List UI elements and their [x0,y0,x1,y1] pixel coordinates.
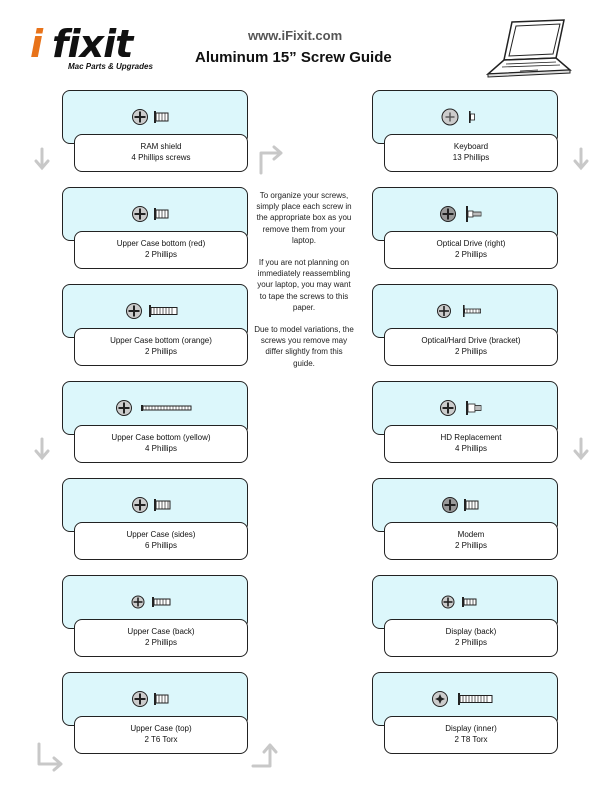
screw-location: HD Replacement [440,433,502,442]
screw-label: Upper Case (sides) 6 Phillips [74,522,248,560]
screw-count: 2 Phillips [454,347,487,356]
screw-count: 2 Phillips [144,347,177,356]
screw-slot-ram-shield: RAM shield 4 Phillips screws [62,90,248,180]
screw-label: Optical/Hard Drive (bracket) 2 Phillips [384,328,558,366]
instruction-variation: Due to model variations, the screws you … [254,325,354,368]
phillips-short-screw-icon [441,595,477,609]
arrow-right-up-icon [251,743,278,768]
arrow-down-icon [34,437,50,461]
screw-count: 2 T6 Torx [144,735,178,744]
instruction-organize: To organize your screws, simply place ea… [256,191,352,245]
screw-count: 6 Phillips [144,541,177,550]
screw-count: 13 Phillips [452,153,490,162]
phillips-short-screw-icon [132,206,169,222]
screw-location: Modem [457,530,485,539]
screw-slot-optical-hard-drive-bracket: Optical/Hard Drive (bracket) 2 Phillips [372,284,558,374]
logo-wordmark: fixit [52,22,133,66]
phillips-short-screw-icon [131,595,171,609]
screw-slot-optical-drive-right: Optical Drive (right) 2 Phillips [372,187,558,277]
screw-label: Upper Case bottom (red) 2 Phillips [74,231,248,269]
phillips-short-screw-icon [442,497,479,513]
screw-slot-upper-case-bottom-red: Upper Case bottom (red) 2 Phillips [62,187,248,277]
phillips-long-thin-screw-icon [437,304,482,318]
screw-label: Upper Case bottom (yellow) 4 Phillips [74,425,248,463]
logo-tagline: Mac Parts & Upgrades [68,62,153,71]
screw-location: Display (back) [445,627,497,636]
screw-label: Upper Case bottom (orange) 2 Phillips [74,328,248,366]
screw-location: Display (inner) [445,724,497,733]
laptop-icon [485,19,572,78]
screw-slot-hd-replacement: HD Replacement 4 Phillips [372,381,558,471]
phillips-shoulder-screw-icon [440,400,482,416]
phillips-short-screw-icon [132,497,171,513]
screw-location: Keyboard [453,142,489,151]
screw-location: Upper Case (top) [130,724,192,733]
instructions-text: To organize your screws, simply place ea… [254,190,354,380]
arrow-down-right-icon [37,742,63,772]
screw-location: Upper Case bottom (orange) [110,336,212,345]
screw-label: Display (back) 2 Phillips [384,619,558,657]
ifixit-logo: i fixit Mac Parts & Upgrades [30,22,153,72]
instruction-tape: If you are not planning on immediately r… [257,258,351,312]
screw-label: Optical Drive (right) 2 Phillips [384,231,558,269]
screw-count: 2 Phillips [454,250,487,259]
screw-location: Upper Case (sides) [126,530,196,539]
torx-long-screw-icon [432,691,493,707]
screw-slot-upper-case-sides: Upper Case (sides) 6 Phillips [62,478,248,568]
screw-location: Upper Case (back) [127,627,195,636]
phillips-shoulder-screw-icon [440,206,482,222]
screw-slot-upper-case-bottom-orange: Upper Case bottom (orange) 2 Phillips [62,284,248,374]
screw-count: 2 T8 Torx [454,735,488,744]
screw-slot-upper-case-bottom-yellow: Upper Case bottom (yellow) 4 Phillips [62,381,248,471]
phillips-long-screw-icon [126,303,178,319]
screw-slot-upper-case-back: Upper Case (back) 2 Phillips [62,575,248,665]
arrow-up-right-icon [259,145,283,175]
screw-location: Upper Case bottom (yellow) [111,433,211,442]
screw-slot-display-back: Display (back) 2 Phillips [372,575,558,665]
screw-slot-keyboard: Keyboard 13 Phillips [372,90,558,180]
screw-location: Optical Drive (right) [436,239,506,248]
screw-slot-upper-case-top: Upper Case (top) 2 T6 Torx [62,672,248,762]
arrow-down-icon [573,437,589,461]
phillips-short-screw-icon [132,109,169,125]
screw-location: RAM shield [140,142,182,151]
phillips-extra-long-screw-icon [116,400,192,416]
screw-count: 2 Phillips [144,250,177,259]
screw-location: Upper Case bottom (red) [116,239,206,248]
logo-i: i [30,22,44,66]
screw-location: Optical/Hard Drive (bracket) [421,336,521,345]
screw-label: HD Replacement 4 Phillips [384,425,558,463]
screw-label: Modem 2 Phillips [384,522,558,560]
screw-label: Upper Case (top) 2 T6 Torx [74,716,248,754]
screw-count: 2 Phillips [144,638,177,647]
screw-count: 4 Phillips [144,444,177,453]
website-url[interactable]: www.iFixit.com [248,28,343,43]
arrow-down-icon [573,147,589,171]
screw-label: RAM shield 4 Phillips screws [74,134,248,172]
screw-label: Keyboard 13 Phillips [384,134,558,172]
phillips-tiny-screw-icon [441,108,476,126]
phillips-short-screw-icon [132,691,169,707]
screw-count: 2 Phillips [454,638,487,647]
screw-count: 4 Phillips screws [131,153,191,162]
screw-slot-modem: Modem 2 Phillips [372,478,558,568]
screw-count: 4 Phillips [454,444,487,453]
screw-label: Display (inner) 2 T8 Torx [384,716,558,754]
screw-label: Upper Case (back) 2 Phillips [74,619,248,657]
screw-count: 2 Phillips [454,541,487,550]
page-title: Aluminum 15” Screw Guide [195,49,392,66]
arrow-down-icon [34,147,50,171]
screw-slot-display-inner: Display (inner) 2 T8 Torx [372,672,558,762]
